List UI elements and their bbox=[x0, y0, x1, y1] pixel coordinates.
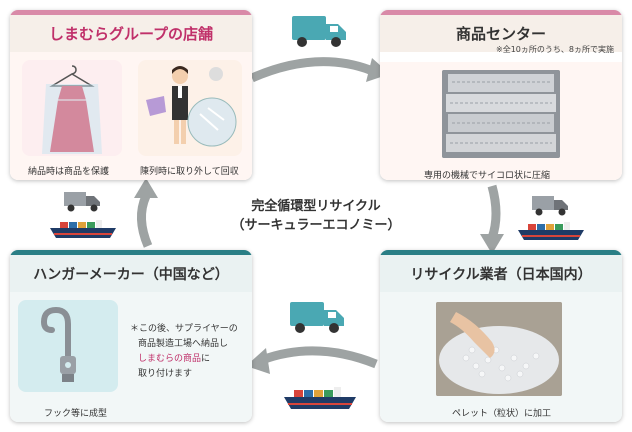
recycler-title: リサイクル業者（日本国内） bbox=[380, 250, 622, 292]
pellets-image bbox=[436, 302, 562, 396]
dress-tile bbox=[22, 60, 122, 156]
stores-card: しまむらグループの店舗 納品時は商品を bbox=[10, 10, 252, 180]
staff-with-bag-icon bbox=[146, 66, 237, 147]
pellets-in-hand-icon bbox=[436, 302, 562, 396]
small-truck-icon bbox=[532, 196, 568, 216]
center-title: 商品センター bbox=[455, 25, 546, 43]
center-note: ※全10ヵ所のうち、8ヵ所で実施 bbox=[496, 45, 614, 54]
center-caption: 専用の機械でサイコロ状に圧縮 bbox=[424, 171, 551, 180]
cargo-ship-icon bbox=[518, 222, 584, 240]
truck-icon bbox=[292, 16, 346, 47]
hook-tile bbox=[18, 300, 118, 392]
recycler-caption: ペレット（粒状）に加工 bbox=[452, 409, 552, 419]
stores-caption-left: 納品時は商品を保護 bbox=[28, 167, 110, 177]
small-truck-icon bbox=[64, 192, 100, 212]
stores-title: しまむらグループの店舗 bbox=[10, 10, 252, 52]
stores-caption-right: 陳列時に取り外して回収 bbox=[140, 167, 239, 177]
cargo-ship-icon bbox=[284, 387, 356, 409]
compressed-bales-icon bbox=[442, 70, 560, 158]
compressed-hangers-image bbox=[442, 70, 560, 158]
shimamura-products-highlight: しまむらの商品 bbox=[138, 354, 202, 364]
maker-caption: フック等に成型 bbox=[44, 409, 108, 419]
cycle-label: 完全循環型リサイクル （サーキュラーエコノミー） bbox=[231, 199, 401, 233]
maker-title: ハンガーメーカー（中国など） bbox=[10, 250, 252, 292]
truck-icon bbox=[290, 302, 344, 333]
maker-card: ハンガーメーカー（中国など） フック等に成型 ＊この後、サプライヤーの 商品製造… bbox=[10, 250, 252, 422]
staff-tile bbox=[138, 60, 242, 156]
dress-on-hanger-icon bbox=[42, 65, 102, 154]
cargo-ship-icon bbox=[50, 220, 116, 238]
center-card: 商品センター ※全10ヵ所のうち、8ヵ所で実施 専用の機械でサイコロ状に圧縮 bbox=[380, 10, 622, 180]
recycler-card: リサイクル業者（日本国内） ペレット（粒状）に加工 bbox=[380, 250, 622, 422]
metal-hook-icon bbox=[40, 306, 76, 382]
maker-note: ＊この後、サプライヤーの 商品製造工場へ納品し しまむらの商品に 取り付けます bbox=[130, 324, 238, 379]
